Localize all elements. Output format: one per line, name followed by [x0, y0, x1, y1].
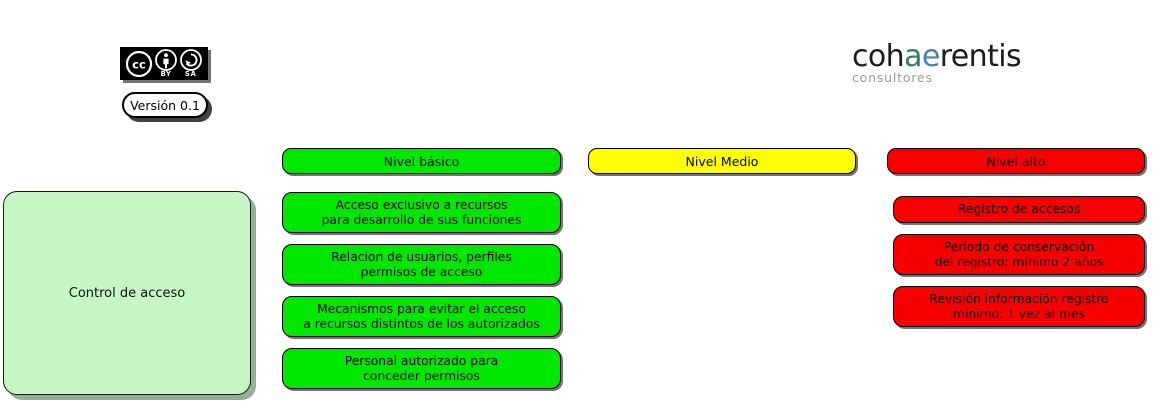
- brand-name-ligature-a: a: [904, 39, 922, 74]
- brand-name-ligature-e: e: [921, 39, 940, 74]
- requirement-box: Registro de accesos: [893, 196, 1145, 223]
- brand-name-part2: rentis: [939, 39, 1022, 74]
- topic-panel-label: Control de acceso: [68, 285, 186, 301]
- level-column-basico: Nivel básico Acceso exclusivo a recursos…: [282, 148, 561, 389]
- brand-name-part1: coh: [852, 39, 905, 74]
- level-items-medio: [588, 192, 856, 193]
- cc-by-attribution-icon: BY: [155, 48, 177, 79]
- level-column-alto: Nivel alto Registro de accesos Periodo d…: [887, 148, 1145, 327]
- level-column-medio: Nivel Medio: [588, 148, 856, 193]
- creative-commons-badge: cc BY SA: [120, 47, 208, 80]
- topic-panel: Control de acceso: [3, 191, 251, 395]
- cc-sa-label: SA: [184, 70, 197, 78]
- cc-logo-icon: cc: [126, 50, 153, 77]
- brand-name: cohaerentis: [852, 39, 1022, 74]
- cc-sa-sharealike-icon: SA: [179, 48, 202, 79]
- svg-text:cc: cc: [133, 57, 147, 71]
- level-header-basico: Nivel básico: [282, 148, 561, 174]
- brand-logo: cohaerentis consultores: [852, 39, 1022, 85]
- brand-subtitle: consultores: [852, 70, 933, 85]
- level-items-alto: Registro de accesos Periodo de conservac…: [893, 196, 1145, 327]
- cc-by-label: BY: [160, 70, 172, 78]
- level-header-medio: Nivel Medio: [588, 148, 856, 174]
- version-badge: Versión 0.1: [122, 92, 208, 118]
- level-header-alto: Nivel alto: [887, 148, 1145, 174]
